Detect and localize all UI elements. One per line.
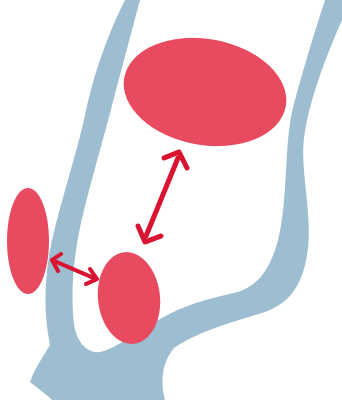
large-ellipse bbox=[115, 26, 295, 159]
left-ellipse bbox=[7, 188, 49, 294]
arrow-line bbox=[146, 158, 178, 236]
double-arrow-vertical bbox=[138, 152, 187, 242]
